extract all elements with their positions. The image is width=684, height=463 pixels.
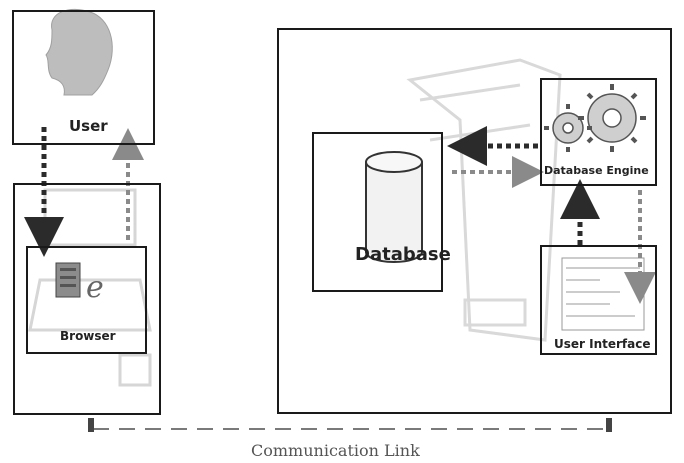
database-engine-label: Database Engine (544, 164, 649, 177)
user-interface-label: User Interface (554, 337, 651, 351)
link-endpoint-left (88, 418, 94, 432)
link-endpoint-right (606, 418, 612, 432)
communication-link-label: Communication Link (251, 441, 420, 460)
browser-label: Browser (60, 329, 116, 343)
database-label: Database (355, 244, 451, 265)
database-box (312, 132, 443, 292)
user-label: User (69, 117, 108, 135)
